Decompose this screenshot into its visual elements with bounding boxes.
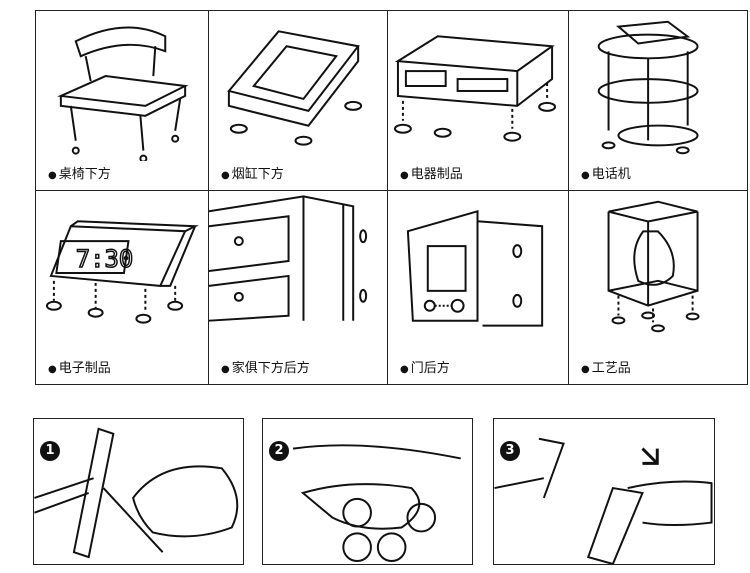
placement-grid: 桌椅下方 烟缸下方 电器制品 电话机 7:30: [35, 10, 748, 385]
appliance-icon: [393, 35, 557, 142]
placement-label: 门后方: [400, 357, 450, 376]
placement-label: 烟缸下方: [221, 163, 284, 182]
display-case-icon: [607, 200, 700, 333]
placement-label: 电器制品: [400, 163, 463, 182]
placement-telephone: 电话机: [569, 11, 747, 191]
placement-furniture: 家俱下方后方: [209, 191, 388, 384]
door-icon: [406, 209, 544, 327]
placement-crafts: 工艺品: [569, 191, 747, 384]
placement-label: 桌椅下方: [48, 163, 111, 182]
ashtray-icon: [227, 30, 363, 146]
placement-label: 工艺品: [581, 357, 631, 376]
step-number: 1: [40, 441, 60, 461]
placement-label: 电子制品: [48, 357, 111, 376]
placement-ashtray: 烟缸下方: [209, 11, 388, 191]
hand-wiping-leg-icon: [34, 427, 239, 559]
cabinet-icon: [209, 195, 368, 322]
placement-door: 门后方: [388, 191, 569, 384]
clock-icon: 7:30: [45, 220, 199, 324]
placement-label: 电话机: [581, 163, 631, 182]
step-3-panel: 3: [493, 418, 715, 565]
hand-peeling-pad-icon: [292, 444, 461, 563]
placement-electronics: 7:30 电子制品: [36, 191, 209, 384]
clock-display: 7:30: [76, 245, 133, 273]
step-2-panel: 2: [262, 418, 473, 565]
step-number: 2: [269, 441, 289, 461]
chair-icon: [57, 26, 189, 161]
placement-label: 家俱下方后方: [221, 357, 310, 376]
placement-appliance: 电器制品: [388, 11, 569, 191]
placement-chair: 桌椅下方: [36, 11, 209, 191]
step-number: 3: [500, 441, 520, 461]
telephone-icon: [597, 20, 699, 155]
hand-pressing-pad-icon: [494, 437, 713, 564]
step-1-panel: 1: [33, 418, 244, 565]
